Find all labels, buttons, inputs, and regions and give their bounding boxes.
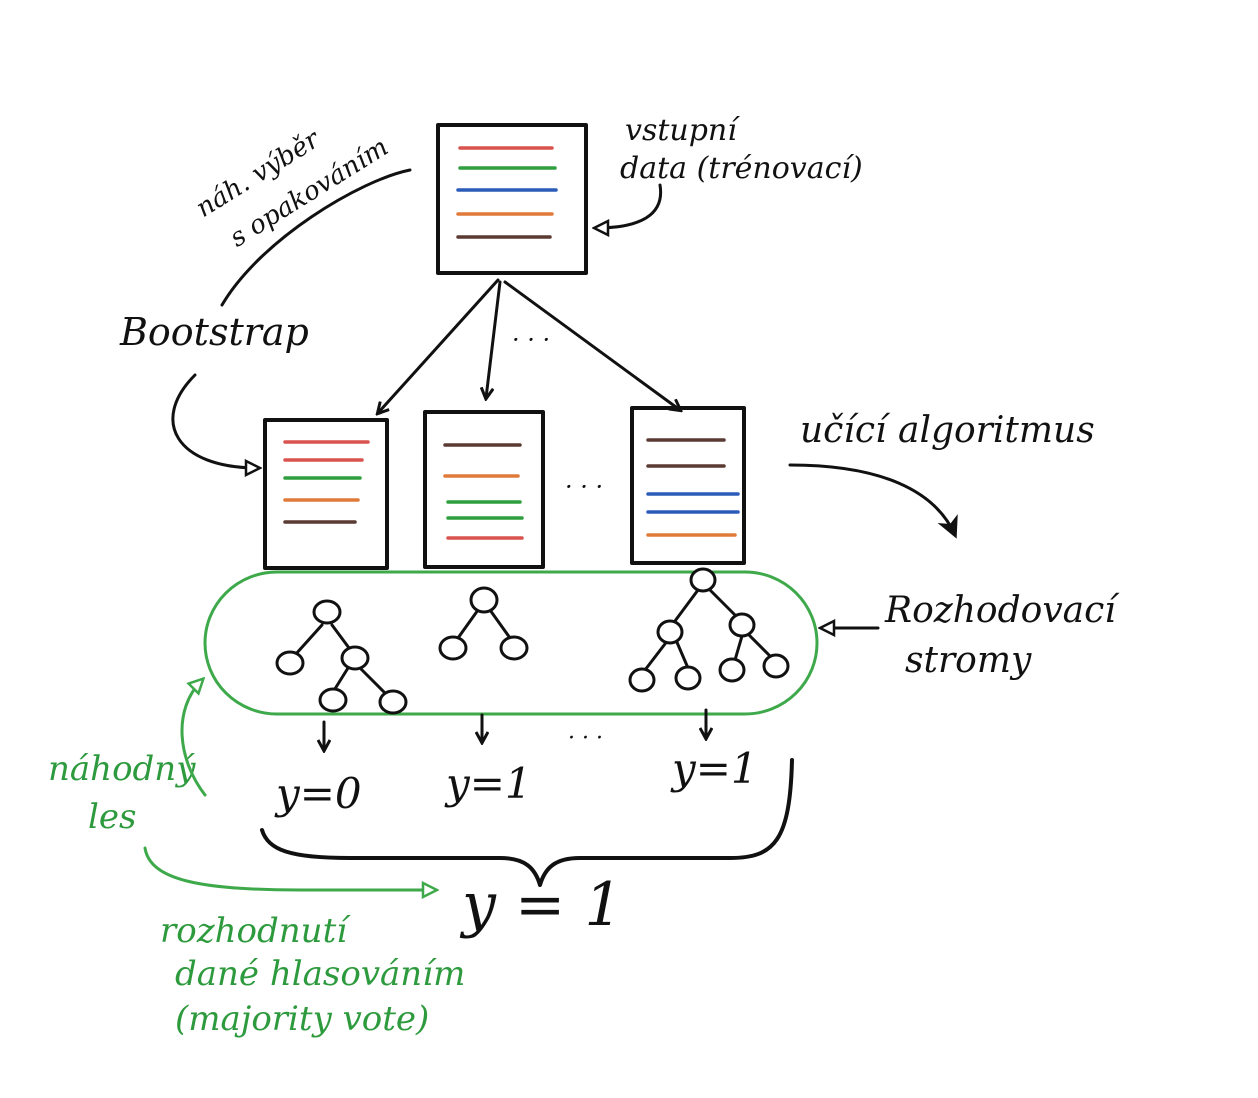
decision-tree-2 (438, 586, 529, 661)
input-data-document (436, 123, 588, 275)
tree-output-2: y=1 (444, 759, 532, 808)
decision-tree-1 (275, 599, 408, 715)
sampling-note: náh. výběr s opakováním (191, 124, 394, 254)
sample-box (423, 410, 545, 569)
tree-output-3: y=1 (670, 744, 758, 793)
decision-tree-3 (628, 567, 790, 693)
input-label-arrow (596, 183, 663, 228)
decision-label-line1: rozhodnutí (160, 911, 351, 951)
bootstrap-label: Bootstrap (119, 310, 309, 354)
forest-label-arrow (180, 680, 207, 797)
sampling-note-arc (220, 168, 412, 307)
decision-label-line3: (majority vote) (175, 999, 429, 1039)
ellipsis-mid: · · · (565, 473, 603, 501)
forest-label-line1: náhodný (48, 749, 196, 789)
forest-enclosure (203, 570, 819, 716)
bootstrap-sample-2 (423, 410, 545, 569)
voting-arrow (143, 846, 435, 890)
ellipsis-top: · · · (512, 326, 550, 354)
sample-box (263, 418, 389, 570)
majority-brace (260, 758, 794, 887)
tree-output-1: y=0 (274, 769, 362, 818)
forest-label-line2: les (88, 797, 136, 837)
bootstrap-sample-1 (263, 418, 389, 570)
learning-algorithm-label: učící algoritmus (800, 410, 1095, 451)
bootstrap-arrow-1 (378, 278, 500, 413)
trees-label-line2: stromy (905, 640, 1032, 681)
input-label-line1: vstupní (625, 113, 740, 148)
ellipsis-bottom: · · · (568, 726, 603, 751)
final-output: y = 1 (459, 870, 623, 940)
input-data-box (436, 123, 588, 275)
trees-label-line1: Rozhodovací (884, 590, 1120, 631)
bootstrap-label-arrow (171, 373, 258, 468)
bootstrap-sample-3 (630, 406, 746, 565)
bootstrap-arrow-2 (486, 280, 502, 398)
input-label-line2: data (trénovací) (620, 151, 863, 186)
sample-box (630, 406, 746, 565)
decision-label-line2: dané hlasováním (175, 954, 465, 994)
learning-algorithm-arrow (788, 463, 958, 539)
bootstrap-arrow-3 (503, 280, 680, 410)
